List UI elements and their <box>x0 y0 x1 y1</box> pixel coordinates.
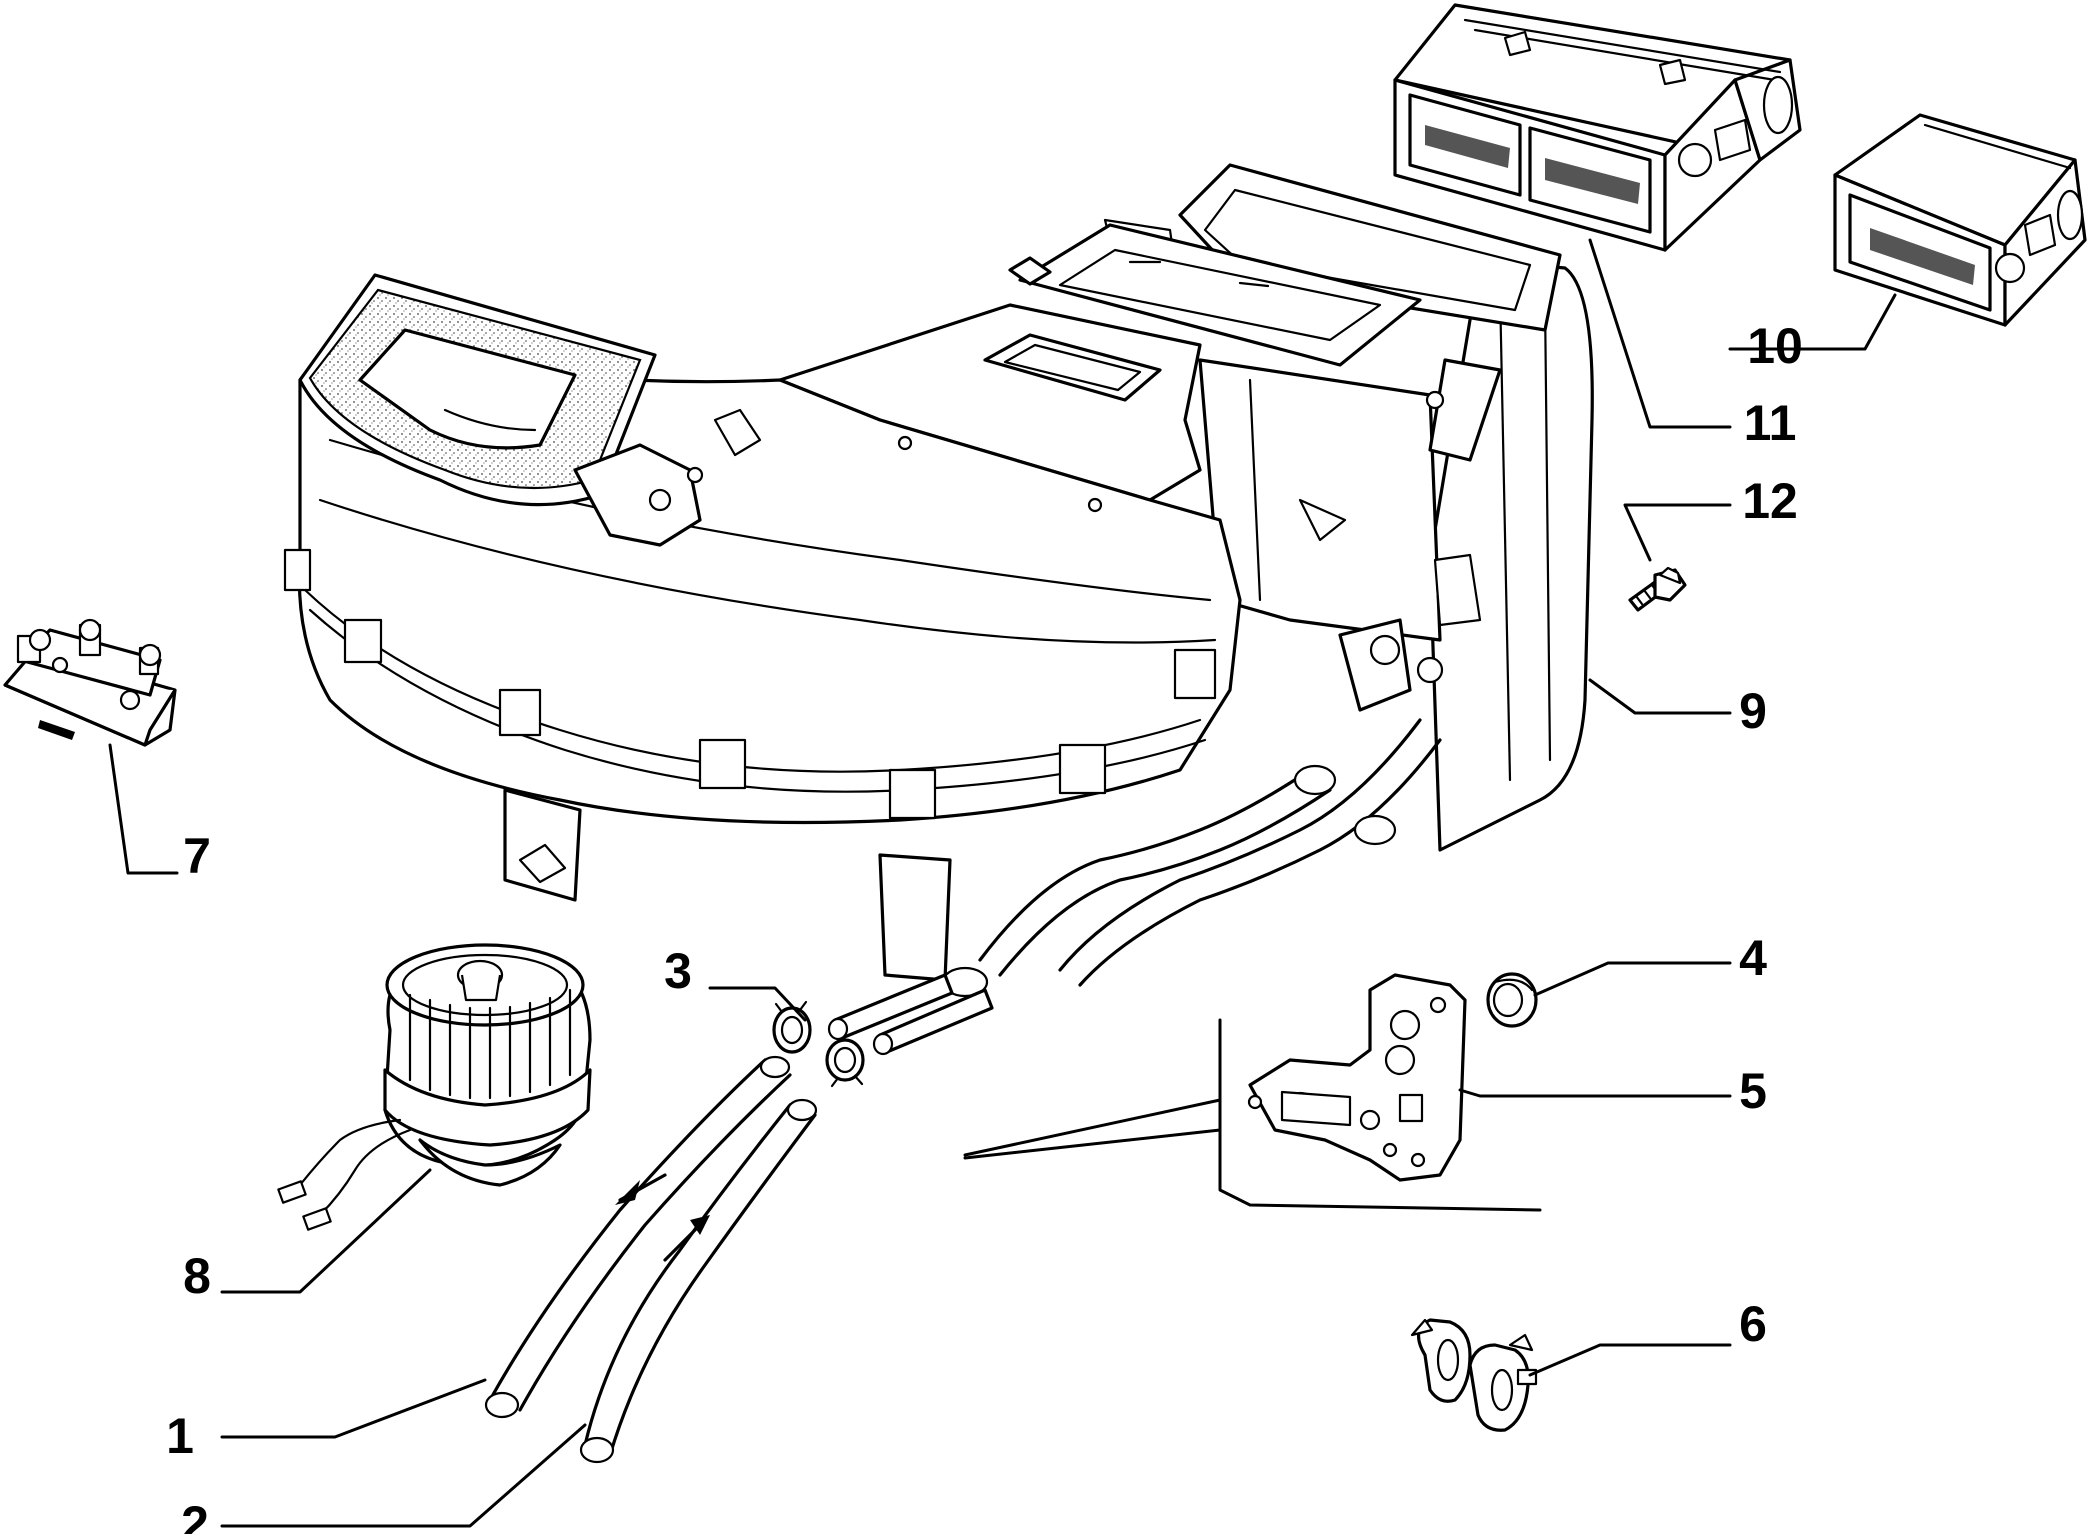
hose-part-1 <box>484 1055 792 1419</box>
blower-motor-part-8 <box>277 943 592 1231</box>
callout-9: 9 <box>1739 683 1767 739</box>
leader-1 <box>220 1378 487 1439</box>
callout-2: 2 <box>181 1496 209 1534</box>
callout-1: 1 <box>166 1408 194 1464</box>
leader-5-arrow-a <box>963 1098 1222 1157</box>
callout-7: 7 <box>183 828 211 884</box>
callout-4: 4 <box>1739 930 1767 986</box>
double-air-vent-part-11 <box>1393 3 1802 252</box>
heater-housing-part-9 <box>283 163 1594 1056</box>
grommet-part-4 <box>1486 972 1538 1028</box>
resistor-module-part-7 <box>3 618 177 747</box>
callout-11: 11 <box>1744 395 1797 451</box>
hose-part-2 <box>579 1098 818 1464</box>
leader-8 <box>220 1168 432 1294</box>
leader-12 <box>1623 503 1732 562</box>
callout-8: 8 <box>183 1248 211 1304</box>
callout-12: 12 <box>1742 473 1798 529</box>
leader-lines <box>108 238 1897 1528</box>
leader-5 <box>1458 1088 1732 1098</box>
callout-numbers: 1 2 3 4 5 6 7 8 9 10 11 12 <box>166 318 1803 1534</box>
leader-5-arrow-b <box>963 1128 1222 1160</box>
leader-10 <box>1728 293 1897 351</box>
leader-3 <box>708 986 807 1022</box>
callout-5: 5 <box>1739 1063 1767 1119</box>
leader-2 <box>220 1423 587 1528</box>
leader-11 <box>1588 238 1732 429</box>
leader-9 <box>1588 678 1732 715</box>
single-air-vent-part-10 <box>1833 113 2087 327</box>
pipe-flange-plate-part-5 <box>1247 973 1467 1182</box>
double-pipe-clip-part-6 <box>1410 1318 1538 1432</box>
leader-6 <box>1528 1343 1732 1377</box>
leader-5-bracket <box>1218 1018 1542 1212</box>
leader-4 <box>1533 961 1732 997</box>
callout-10: 10 <box>1747 318 1803 374</box>
hose-clamps-part-3 <box>772 1000 865 1088</box>
screw-part-12 <box>1628 566 1687 612</box>
callout-3: 3 <box>664 943 692 999</box>
leader-7 <box>108 743 179 875</box>
callout-6: 6 <box>1739 1296 1767 1352</box>
